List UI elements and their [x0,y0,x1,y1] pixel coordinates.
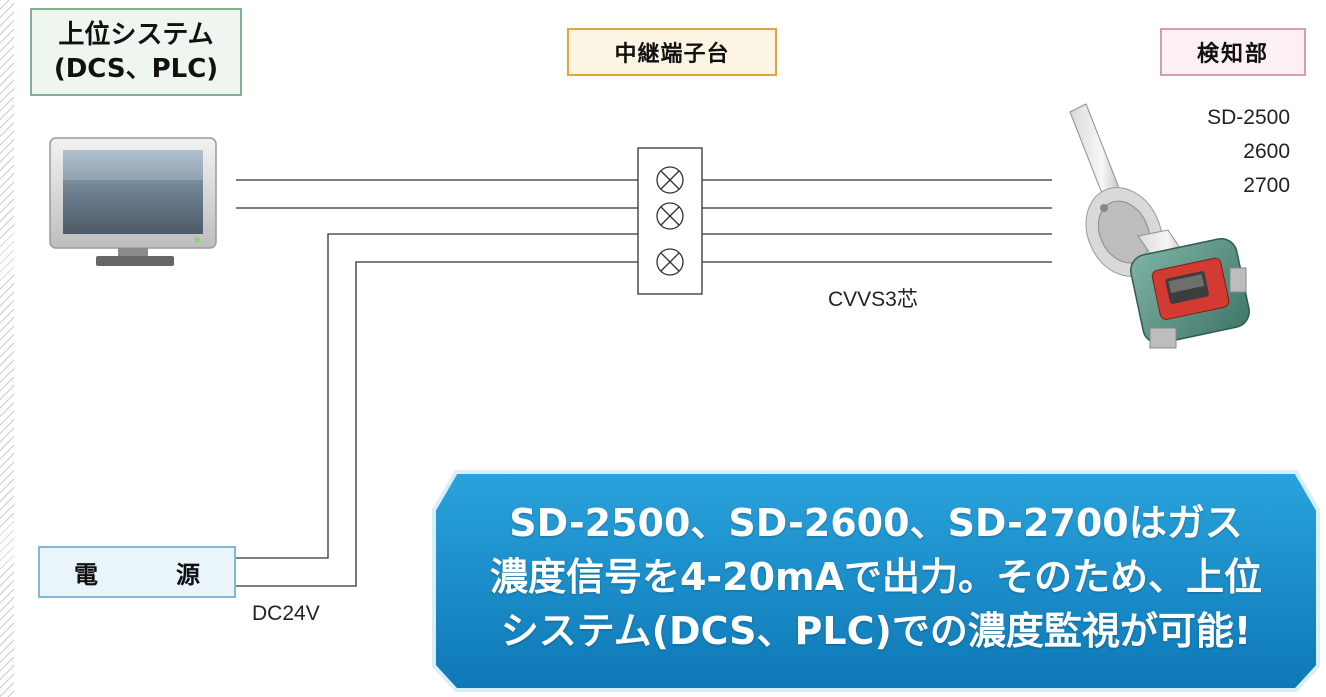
upper-system-title: 上位システム [58,20,214,50]
callout-text: SD-2500、SD-2600、SD-2700はガス 濃度信号を4-20mAで出… [460,496,1292,658]
detector-text: 検知部 [1196,42,1269,67]
detector-label: 検知部 [1160,28,1306,76]
callout-line-1: SD-2500、SD-2600、SD-2700はガス [509,501,1243,545]
upper-system-label: 上位システム (DCS、PLC) [30,8,242,96]
power-supply-label: 電 源 [38,546,236,598]
terminal-block-icon [637,147,703,295]
voltage-label: DC24V [252,602,320,625]
relay-terminal-text: 中継端子台 [614,42,730,67]
callout-shape [432,470,1320,692]
cable-label: CVVS3芯 [828,288,918,311]
left-edge-decoration [0,0,14,697]
info-callout: SD-2500、SD-2600、SD-2700はガス 濃度信号を4-20mAで出… [430,468,1322,694]
detector-model-2: 2600 [1243,140,1290,163]
upper-system-subtitle: (DCS、PLC) [53,54,219,84]
detector-model-3: 2700 [1243,174,1290,197]
gas-detector-icon [1069,103,1250,349]
detector-model-1: SD-2500 [1207,106,1290,129]
power-supply-char-2: 源 [176,560,200,589]
relay-terminal-label: 中継端子台 [567,28,777,76]
monitor-icon [49,137,217,266]
callout-line-2: 濃度信号を4-20mAで出力。そのため、上位 [489,555,1263,599]
power-supply-char-1: 電 [74,560,98,589]
callout-line-3: システム(DCS、PLC)での濃度監視が可能! [500,609,1252,653]
